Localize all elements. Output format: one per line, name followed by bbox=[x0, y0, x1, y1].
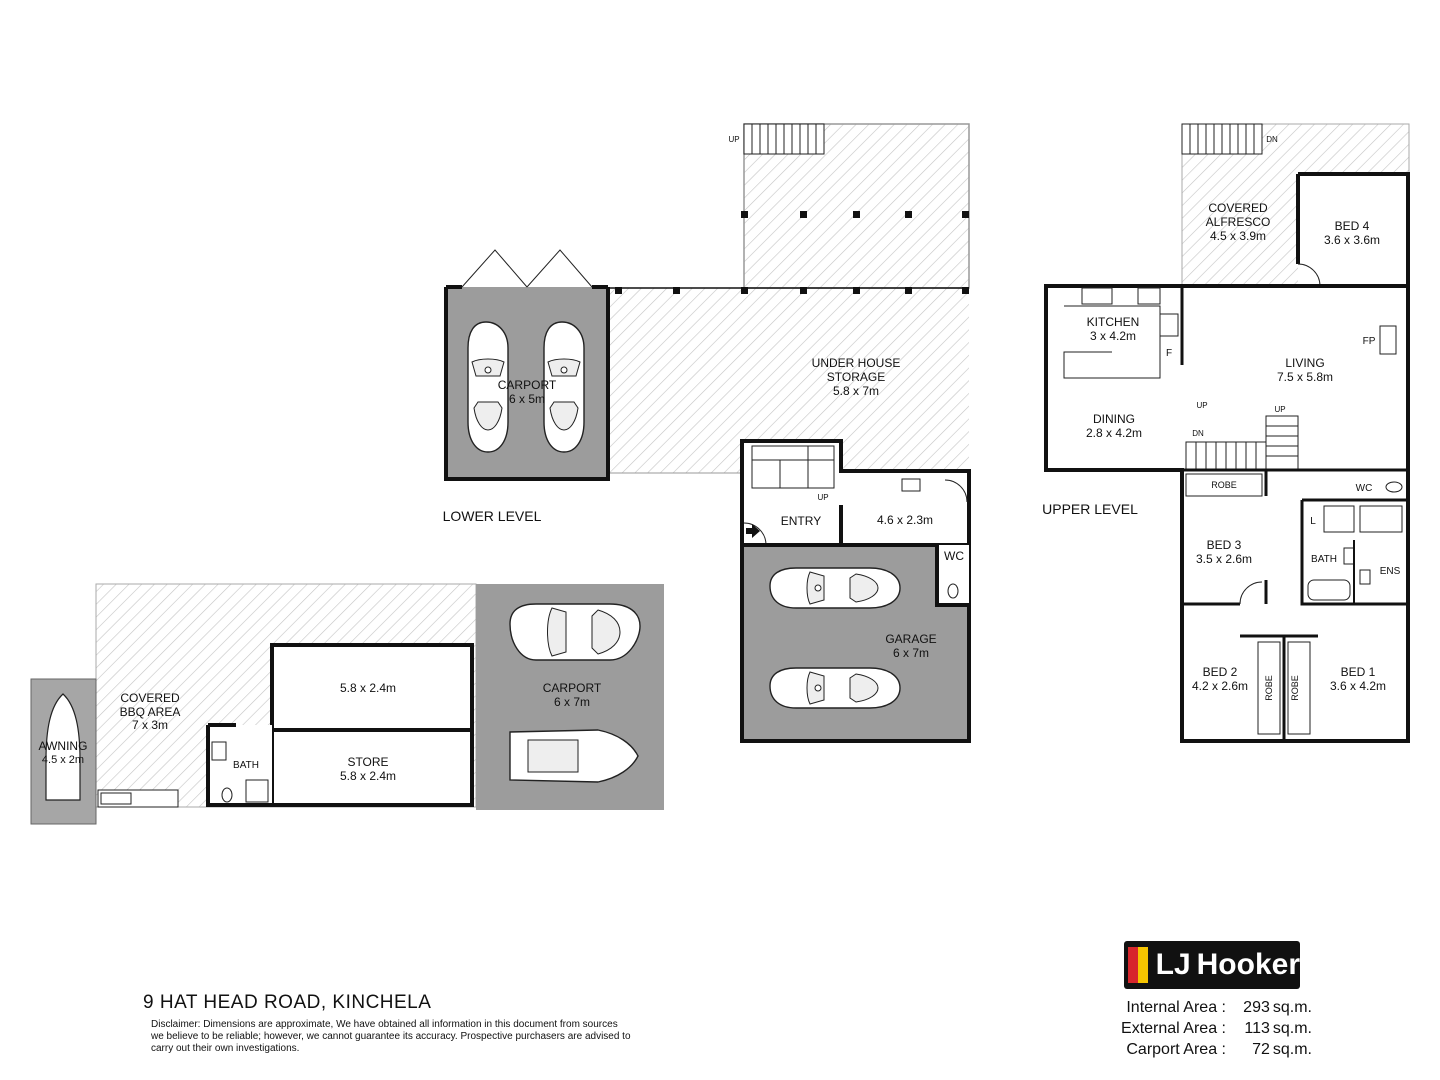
carport-top-name: CARPORT bbox=[498, 378, 557, 392]
area-unit: sq.m. bbox=[1272, 1041, 1312, 1058]
carport-outbuilding-size: 6 x 7m bbox=[554, 695, 590, 709]
bed2-size: 4.2 x 2.6m bbox=[1192, 679, 1248, 693]
lj-hooker-logo: LJ Hooker bbox=[1124, 941, 1300, 989]
boat-icon bbox=[509, 729, 639, 783]
posts bbox=[615, 211, 969, 294]
robe3-label: ROBE bbox=[1211, 480, 1237, 490]
wc-upper-label: WC bbox=[1356, 483, 1373, 494]
carport-top-size: 6 x 5m bbox=[509, 392, 545, 406]
area-label: Internal Area : bbox=[1126, 999, 1226, 1016]
kitchen-sink-icon bbox=[1081, 287, 1113, 305]
bbq-size: 7 x 3m bbox=[132, 718, 168, 732]
upper-level: DN COVERED ALFRESCO 4.5 x 3.9m BED 4 3.6… bbox=[1042, 123, 1410, 743]
living-size: 7.5 x 5.8m bbox=[1277, 370, 1333, 384]
bed1-size: 3.6 x 4.2m bbox=[1330, 679, 1386, 693]
bathtub-icon bbox=[1307, 579, 1351, 601]
outbuilding: AWNING 4.5 x 2m COVERED BBQ AREA 7 x 3m … bbox=[30, 583, 664, 825]
toilet-icon bbox=[1385, 481, 1403, 493]
area-label: External Area : bbox=[1121, 1020, 1226, 1037]
logo-lj: LJ bbox=[1155, 948, 1191, 981]
awning-name: AWNING bbox=[39, 739, 88, 753]
logo-name: Hooker bbox=[1196, 948, 1300, 981]
room-size: 5.8 x 2.4m bbox=[340, 681, 396, 695]
bed1-name: BED 1 bbox=[1341, 665, 1376, 679]
carport-outbuilding-name: CARPORT bbox=[543, 681, 602, 695]
stair-dn-label: DN bbox=[1192, 429, 1204, 438]
toilet-icon bbox=[947, 583, 959, 599]
robe2-label: ROBE bbox=[1264, 675, 1274, 701]
shower-icon bbox=[1359, 505, 1403, 533]
entry-arrow-icon bbox=[746, 524, 760, 538]
dining-name: DINING bbox=[1093, 412, 1135, 426]
bed4-size: 3.6 x 3.6m bbox=[1324, 233, 1380, 247]
bbq-name-1: COVERED bbox=[120, 691, 180, 705]
area-unit: sq.m. bbox=[1272, 999, 1312, 1016]
area-value: 293 bbox=[1243, 999, 1270, 1016]
bed4-name: BED 4 bbox=[1335, 219, 1370, 233]
under-house-name-2: STORAGE bbox=[827, 370, 885, 384]
garage-name: GARAGE bbox=[885, 632, 936, 646]
lower-level-title: LOWER LEVEL bbox=[443, 508, 542, 524]
bed3-name: BED 3 bbox=[1207, 538, 1242, 552]
stair-up-2-label: UP bbox=[1274, 405, 1285, 414]
area-row: Internal Area : 293 sq.m. bbox=[1112, 997, 1312, 1018]
awning-size: 4.5 x 2m bbox=[42, 754, 84, 766]
boat-icon bbox=[45, 693, 81, 801]
laundry-size: 4.6 x 2.3m bbox=[877, 513, 933, 527]
outbuilding-bath-name: BATH bbox=[233, 760, 259, 771]
alfresco-name-1: COVERED bbox=[1208, 201, 1268, 215]
kitchen-size: 3 x 4.2m bbox=[1090, 329, 1136, 343]
robe1-label: ROBE bbox=[1290, 675, 1300, 701]
shower-icon bbox=[245, 779, 269, 803]
cooktop-icon bbox=[1137, 287, 1161, 305]
car-icon bbox=[509, 603, 641, 661]
fireplace-icon bbox=[1379, 325, 1397, 355]
stair-up-1-label: UP bbox=[1196, 401, 1207, 410]
property-address: 9 HAT HEAD ROAD, KINCHELA bbox=[143, 992, 432, 1013]
lower-wc-name: WC bbox=[944, 549, 964, 563]
area-unit: sq.m. bbox=[1272, 1020, 1312, 1037]
bed3-size: 3.5 x 2.6m bbox=[1196, 552, 1252, 566]
upper-level-title: UPPER LEVEL bbox=[1042, 501, 1138, 517]
logo-mark bbox=[1124, 941, 1150, 989]
deck-up-label: UP bbox=[728, 135, 739, 144]
shower-icon bbox=[1323, 505, 1355, 533]
entry-name: ENTRY bbox=[781, 514, 821, 528]
car-icon bbox=[769, 567, 901, 609]
alfresco-name-2: ALFRESCO bbox=[1206, 215, 1271, 229]
under-house-size: 5.8 x 7m bbox=[833, 384, 879, 398]
bed2-name: BED 2 bbox=[1203, 665, 1238, 679]
area-value: 113 bbox=[1244, 1020, 1270, 1037]
fridge-label: F bbox=[1166, 348, 1172, 359]
under-house-name-1: UNDER HOUSE bbox=[812, 356, 901, 370]
area-label: Carport Area : bbox=[1126, 1041, 1226, 1058]
dining-size: 2.8 x 4.2m bbox=[1086, 426, 1142, 440]
sink-icon bbox=[901, 478, 921, 492]
area-value: 72 bbox=[1252, 1041, 1270, 1058]
alfresco-size: 4.5 x 3.9m bbox=[1210, 229, 1266, 243]
deck-stairs bbox=[743, 123, 825, 155]
area-row: Carport Area : 72 sq.m. bbox=[1112, 1039, 1312, 1060]
area-summary: Internal Area : 293 sq.m. External Area … bbox=[1112, 997, 1312, 1060]
deck-dn-label: DN bbox=[1266, 135, 1278, 144]
garage-size: 6 x 7m bbox=[893, 646, 929, 660]
toilet-icon bbox=[221, 787, 233, 803]
bath-upper-label: BATH bbox=[1311, 554, 1337, 565]
entry-stair-up-label: UP bbox=[817, 493, 828, 502]
store-size: 5.8 x 2.4m bbox=[340, 769, 396, 783]
kitchen-name: KITCHEN bbox=[1087, 315, 1140, 329]
linen-label: L bbox=[1310, 516, 1316, 527]
lower-level: UP CARPORT 6 x 5m UNDER HOUSE STORAGE 5.… bbox=[443, 123, 971, 743]
area-row: External Area : 113 sq.m. bbox=[1112, 1018, 1312, 1039]
ens-label: ENS bbox=[1380, 566, 1401, 577]
disclaimer: Disclaimer: Dimensions are approximate, … bbox=[151, 1019, 631, 1054]
living-name: LIVING bbox=[1285, 356, 1324, 370]
bbq-name-2: BBQ AREA bbox=[120, 705, 181, 719]
fireplace-label: FP bbox=[1363, 336, 1376, 347]
bbq-sink-icon bbox=[100, 792, 132, 805]
store-name: STORE bbox=[347, 755, 388, 769]
car-icon bbox=[769, 667, 901, 709]
